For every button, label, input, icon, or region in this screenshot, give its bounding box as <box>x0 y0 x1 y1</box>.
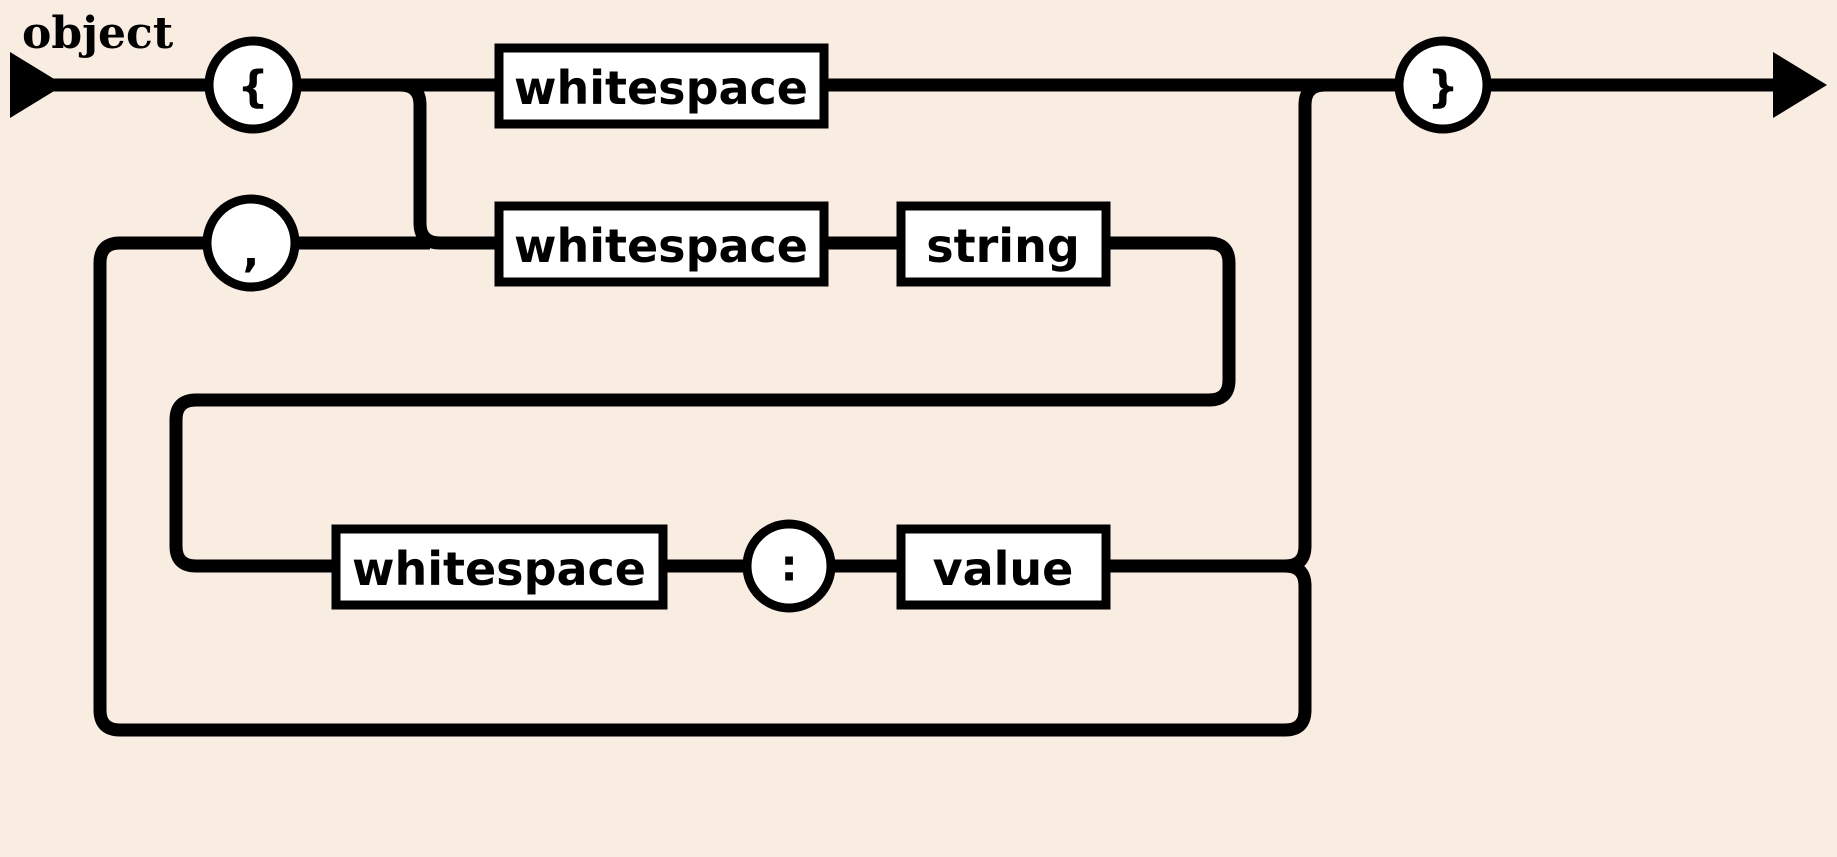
rail-open-brace-branch-down <box>373 78 506 250</box>
whitespace-mid-label: whitespace <box>514 219 808 273</box>
whitespace-bottom-box <box>331 524 668 610</box>
nonterminal-string[interactable]: string <box>896 201 1111 287</box>
end-arrow-icon <box>1773 52 1827 118</box>
whitespace-top-box <box>494 43 829 129</box>
open-brace-circle <box>204 36 302 134</box>
whitespace-bottom-label: whitespace <box>352 542 646 596</box>
nonterminal-value[interactable]: value <box>896 524 1111 610</box>
nonterminal-whitespace-bottom[interactable]: whitespace <box>331 524 668 610</box>
whitespace-mid-box <box>494 201 829 287</box>
terminal-comma[interactable]: , <box>202 194 300 292</box>
terminal-open-brace[interactable]: { <box>204 36 302 134</box>
terminal-colon[interactable]: : <box>742 519 836 613</box>
open-brace-label: { <box>237 62 268 113</box>
colon-label: : <box>780 541 798 592</box>
close-brace-label: } <box>1427 62 1458 113</box>
terminal-close-brace[interactable]: } <box>1394 36 1492 134</box>
rule-title: object <box>22 8 174 59</box>
value-box <box>896 524 1111 610</box>
close-brace-circle <box>1394 36 1492 134</box>
colon-circle <box>742 519 836 613</box>
string-label: string <box>926 219 1080 273</box>
nonterminal-whitespace-top[interactable]: whitespace <box>494 43 829 129</box>
rail-string-right-loop <box>169 236 1236 573</box>
string-box <box>896 201 1111 287</box>
comma-label: , <box>243 227 260 278</box>
start-arrow-icon <box>10 52 64 118</box>
rail-value-repeat-loop <box>93 236 1312 737</box>
rail-value-exit-up <box>1099 78 1406 573</box>
comma-circle <box>202 194 300 292</box>
value-label: value <box>933 542 1074 596</box>
nonterminal-whitespace-mid[interactable]: whitespace <box>494 201 829 287</box>
whitespace-top-label: whitespace <box>514 61 808 115</box>
rail-lines <box>40 78 1800 737</box>
